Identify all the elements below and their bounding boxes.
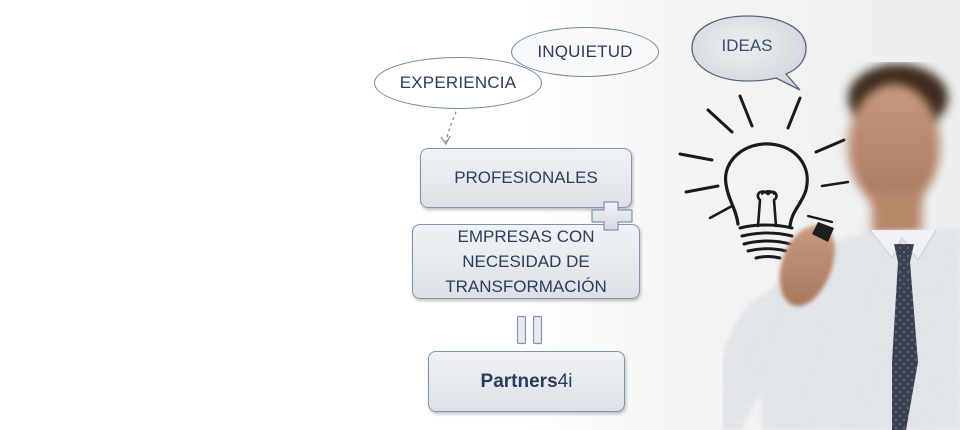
partners-label-suffix: 4i (557, 370, 573, 392)
box-empresas-label: EMPRESAS CON NECESIDAD DE TRANSFORMACIÓN (445, 227, 607, 296)
plus-icon (591, 201, 633, 231)
box-profesionales: PROFESIONALES (420, 148, 632, 208)
person-image (722, 64, 960, 430)
bubble-experiencia: EXPERIENCIA (374, 57, 542, 109)
bubble-inquietud: INQUIETUD (511, 27, 659, 77)
box-empresas: EMPRESAS CON NECESIDAD DE TRANSFORMACIÓN (412, 224, 640, 299)
ideas-speech-bubble (691, 15, 807, 91)
equals-icon (516, 315, 543, 345)
lightbulb-icon (678, 94, 850, 260)
box-profesionales-label: PROFESIONALES (454, 168, 598, 187)
bubble-experiencia-label: EXPERIENCIA (399, 73, 517, 92)
bubble-ideas-label: IDEAS (721, 36, 773, 55)
dashed-arrow-icon (440, 105, 459, 146)
partners-label-bold: Partners (480, 370, 558, 392)
bubble-inquietud-label: INQUIETUD (537, 42, 633, 61)
